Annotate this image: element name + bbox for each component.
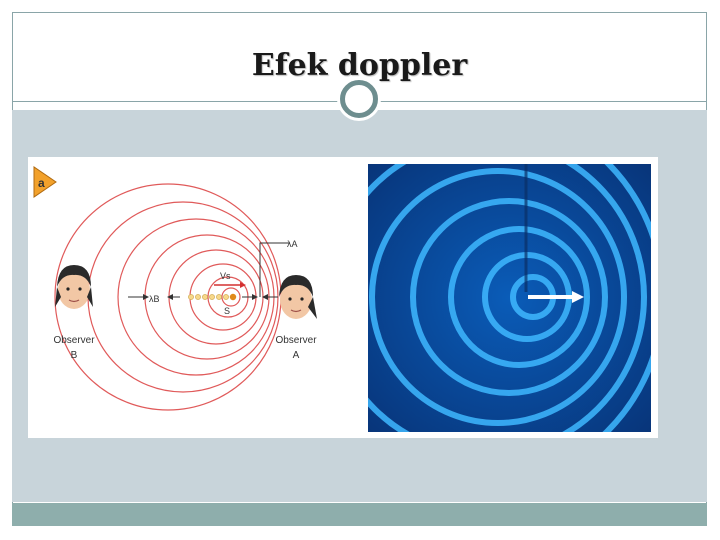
observer-b-letter: B bbox=[71, 350, 78, 361]
lambda-a-arrowhead-right bbox=[262, 294, 268, 300]
trail-dot bbox=[223, 294, 229, 300]
observer-a-letter: A bbox=[293, 350, 300, 361]
lambda-a-leader bbox=[259, 242, 290, 297]
observer-b-icon bbox=[55, 265, 93, 309]
panel-a-svg: a bbox=[33, 166, 317, 411]
source-label: S bbox=[224, 306, 230, 316]
panel-b: b bbox=[367, 157, 658, 438]
source-dot bbox=[229, 293, 237, 301]
circle-ornament bbox=[340, 80, 378, 118]
title-area: Efek doppler bbox=[12, 12, 707, 102]
observer-a-label: Observer bbox=[275, 335, 317, 346]
ripple-ring bbox=[368, 164, 647, 432]
lambda-b-arrowhead-right bbox=[167, 294, 173, 300]
ripple-ring bbox=[448, 226, 590, 368]
source-trail bbox=[188, 294, 229, 300]
footer-bar bbox=[12, 503, 707, 526]
observer-b-label: Observer bbox=[53, 335, 95, 346]
doppler-figure: a bbox=[28, 157, 658, 438]
trail-dot bbox=[195, 294, 201, 300]
lambda-a-arrowhead-left bbox=[252, 294, 258, 300]
panel-a-tag: a bbox=[38, 176, 45, 190]
trail-dot bbox=[202, 294, 208, 300]
panel-a: a bbox=[28, 157, 368, 438]
trail-dot bbox=[216, 294, 222, 300]
velocity-label: Vs bbox=[220, 271, 231, 281]
observer-a-icon bbox=[279, 275, 317, 319]
slide-title: Efek doppler bbox=[251, 48, 468, 83]
trail-dot bbox=[188, 294, 194, 300]
wavefront-ring bbox=[221, 287, 241, 307]
velocity-arrowhead bbox=[240, 282, 246, 288]
panel-a-tag-icon bbox=[33, 166, 57, 198]
trail-dot bbox=[209, 294, 215, 300]
lambda-b-arrowhead-left bbox=[143, 294, 149, 300]
lambda-a-label: λA bbox=[287, 239, 298, 249]
motion-arrowhead bbox=[572, 291, 584, 303]
ripple-ring bbox=[369, 168, 627, 426]
panel-b-svg: b bbox=[367, 164, 651, 432]
lambda-b-label: λB bbox=[149, 294, 160, 304]
ripple-ring bbox=[410, 198, 608, 396]
